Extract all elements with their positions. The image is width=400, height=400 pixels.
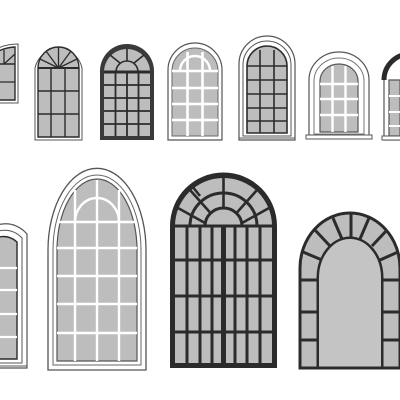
window-grid bbox=[172, 52, 218, 136]
window-grid bbox=[104, 72, 150, 136]
window-glass bbox=[0, 46, 16, 101]
window-glass bbox=[388, 79, 400, 137]
window-grid bbox=[38, 68, 79, 137]
voussoir-joints bbox=[300, 213, 400, 342]
window-grid bbox=[175, 226, 272, 363]
window-mullion bbox=[3, 53, 16, 65]
window-glass bbox=[246, 45, 288, 134]
window-grid bbox=[0, 266, 17, 339]
window-glass bbox=[171, 47, 219, 137]
window-grid bbox=[247, 50, 287, 133]
large-dark-radial-arch-window bbox=[170, 172, 277, 368]
fanlight-inner-arc bbox=[115, 60, 139, 73]
window-glass bbox=[0, 235, 18, 360]
window-grid bbox=[320, 66, 358, 132]
window-grid bbox=[389, 95, 400, 127]
dark-frame-arched-grid-window bbox=[100, 44, 154, 140]
window-sill bbox=[305, 134, 373, 140]
cropped-fanlight-window bbox=[0, 43, 19, 104]
light-frame-arched-grid-window bbox=[167, 42, 223, 141]
fanlight-spokes bbox=[39, 47, 78, 69]
fanlight-radial-grid-window bbox=[34, 46, 83, 141]
center-mullion bbox=[221, 226, 226, 363]
large-light-arched-grid-window bbox=[47, 167, 147, 371]
window-arch-molding bbox=[381, 53, 400, 81]
window-grid bbox=[57, 180, 137, 361]
window-sill bbox=[381, 135, 400, 141]
window-glass bbox=[317, 237, 383, 369]
tall-arched-trim-window bbox=[238, 35, 296, 141]
cropped-tall-arched-window bbox=[0, 223, 28, 369]
fanlight-spokes bbox=[109, 49, 145, 64]
light-arched-surround-window bbox=[305, 51, 373, 140]
fanlight-inner-arc bbox=[178, 54, 212, 72]
stone-voussoir-arch-window bbox=[298, 211, 400, 370]
arch-spokes bbox=[177, 178, 270, 225]
cropped-keystone-window bbox=[381, 53, 400, 141]
